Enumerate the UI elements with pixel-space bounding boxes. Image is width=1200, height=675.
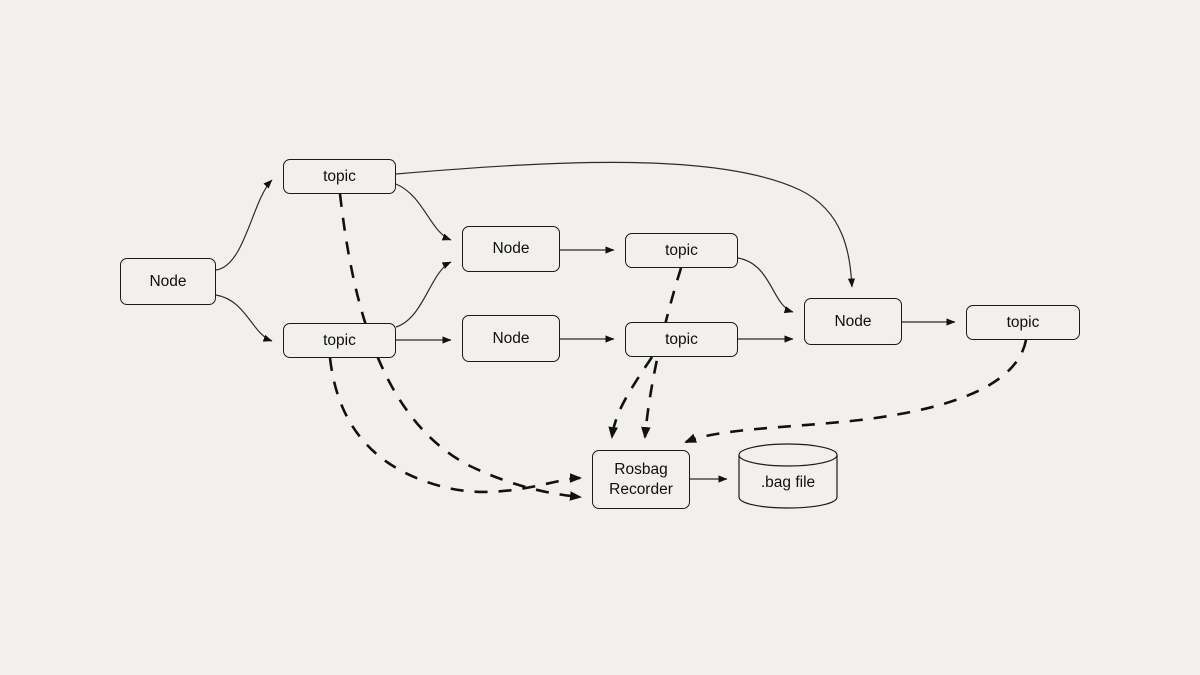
- node-upper-mid[interactable]: Node: [462, 226, 560, 272]
- topic-upper-mid[interactable]: topic: [625, 233, 738, 268]
- node-source[interactable]: Node: [120, 258, 216, 305]
- edge-topic-right-to-rosbag-recorder: [684, 339, 1028, 444]
- rosbag-recorder-label-line1: Rosbag: [614, 461, 668, 479]
- node-lower-mid-label: Node: [492, 329, 530, 347]
- rosbag-recorder[interactable]: Rosbag Recorder: [592, 450, 690, 509]
- edge-topic-bottom-left-to-node-upper-mid: [395, 261, 452, 328]
- edge-topic-lower-mid-to-rosbag-recorder: [608, 356, 654, 439]
- topic-upper-mid-label: topic: [665, 241, 698, 259]
- rosbag-recorder-label-line2: Recorder: [609, 480, 673, 498]
- topic-bottom-left[interactable]: topic: [283, 323, 396, 358]
- topic-lower-mid[interactable]: topic: [625, 322, 738, 357]
- cylinder-icon: [738, 443, 838, 509]
- node-right-label: Node: [834, 312, 872, 330]
- topic-right-label: topic: [1006, 313, 1040, 331]
- node-upper-mid-label: Node: [492, 240, 530, 258]
- topic-right[interactable]: topic: [966, 305, 1080, 340]
- edge-topic-bottom-left-to-rosbag-recorder: [328, 357, 582, 494]
- topic-top-label: topic: [323, 167, 356, 185]
- edge-node-source-to-topic-bottom-left: [215, 294, 273, 342]
- bag-file[interactable]: .bag file: [738, 442, 838, 510]
- edge-node-source-to-topic-top: [215, 179, 273, 271]
- topic-top[interactable]: topic: [283, 159, 396, 194]
- topic-lower-mid-label: topic: [665, 330, 698, 348]
- edge-topic-top-to-node-right: [395, 161, 856, 288]
- topic-bottom-left-label: topic: [323, 331, 356, 349]
- edge-topic-top-to-rosbag-recorder: [338, 193, 582, 501]
- node-source-label: Node: [149, 272, 187, 290]
- edge-topic-top-to-node-upper-mid: [395, 183, 452, 241]
- edge-topic-upper-mid-to-node-right: [737, 257, 794, 314]
- node-right[interactable]: Node: [804, 298, 902, 345]
- node-lower-mid[interactable]: Node: [462, 315, 560, 362]
- bag-file-label: .bag file: [760, 474, 816, 491]
